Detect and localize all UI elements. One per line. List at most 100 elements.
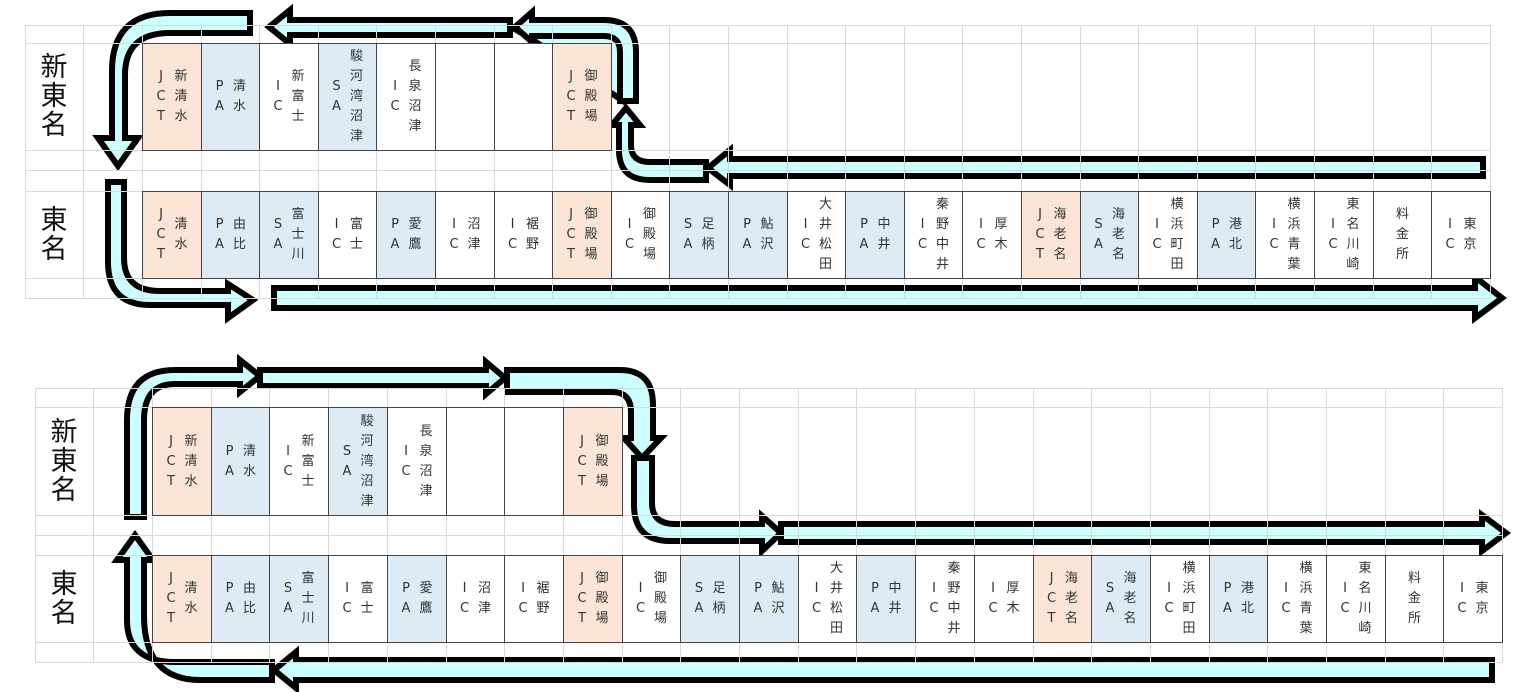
- station-name-char: 名: [1346, 217, 1360, 232]
- station-name-char: 金: [1407, 591, 1421, 606]
- station-name-char: 中: [947, 601, 961, 616]
- station-name-char: 大: [819, 197, 833, 212]
- grid-line: [504, 388, 505, 662]
- station-kind-char: T: [578, 473, 586, 489]
- station-name-char: 足: [712, 581, 726, 596]
- station-kind-char: T: [167, 611, 175, 626]
- station-kind-char: A: [1094, 237, 1103, 252]
- grid-line: [669, 25, 670, 298]
- station-name-char: 水: [232, 99, 246, 114]
- station-name-char: 新: [184, 433, 198, 449]
- station-name: 長泉沼津: [420, 422, 433, 502]
- station-kind-char: T: [567, 247, 575, 262]
- station-name-char: 沼: [408, 99, 422, 114]
- grid-line: [93, 388, 94, 662]
- station-kind-char: C: [1046, 591, 1057, 606]
- grid-line: [142, 25, 143, 298]
- grid-line: [211, 388, 212, 662]
- station-kind-char: C: [156, 89, 166, 104]
- station-kind-char: J: [569, 207, 573, 222]
- station-cell-blank[interactable]: [494, 43, 553, 151]
- station-name-char: 厚: [994, 217, 1008, 232]
- station-kind-char: T: [567, 109, 575, 124]
- station-name: 秦野中井: [948, 559, 961, 639]
- station-name: 御殿場: [585, 67, 598, 127]
- station-cell-toll[interactable]: 料金所: [1373, 191, 1432, 279]
- station-cell-toll[interactable]: 料金所: [1385, 555, 1444, 643]
- station-cell-blank[interactable]: [446, 407, 505, 516]
- station-cell-blank[interactable]: [435, 43, 495, 151]
- station-kind-char: C: [449, 237, 459, 252]
- station-cell-blank[interactable]: [504, 407, 564, 516]
- station-name: 新富士: [302, 432, 315, 492]
- station-name: 愛鷹: [408, 215, 421, 255]
- station-name: 清水: [185, 579, 198, 619]
- grid-line: [446, 388, 447, 662]
- grid-line: [739, 388, 740, 662]
- road-label-tomei-char: 名: [50, 597, 78, 629]
- station-name: 港北: [1229, 215, 1242, 255]
